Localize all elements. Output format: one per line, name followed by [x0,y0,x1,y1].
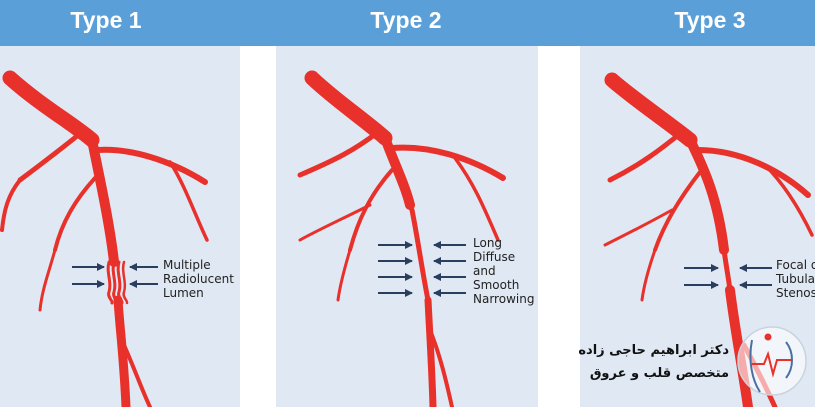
vessel-type-1 [0,70,209,407]
label-type-3: Focal o Tubula Stenos [776,258,815,300]
watermark-logo-icon [737,326,807,396]
vessel-type-2 [297,70,506,407]
arrows-type-2 [378,241,466,297]
panel-title-type-3: Type 3 [674,7,746,33]
panel-title-type-1: Type 1 [70,7,142,33]
watermark-line-2: متخصص قلب و عروق [589,366,729,381]
panel-title-type-2: Type 2 [370,7,442,33]
arrows-type-3 [684,264,772,289]
header-bar [0,0,815,46]
arrows-type-1 [72,263,158,288]
label-type-1: Multiple Radiolucent Lumen [163,258,234,300]
label-type-2: Long Diffuse and Smooth Narrowing [473,236,535,306]
watermark-line-1: دکتر ابراهیم حاجی زاده [578,343,729,358]
panel-type-2 [276,46,538,407]
lesion-type-1 [106,260,129,305]
vessel-type-3 [603,72,814,407]
